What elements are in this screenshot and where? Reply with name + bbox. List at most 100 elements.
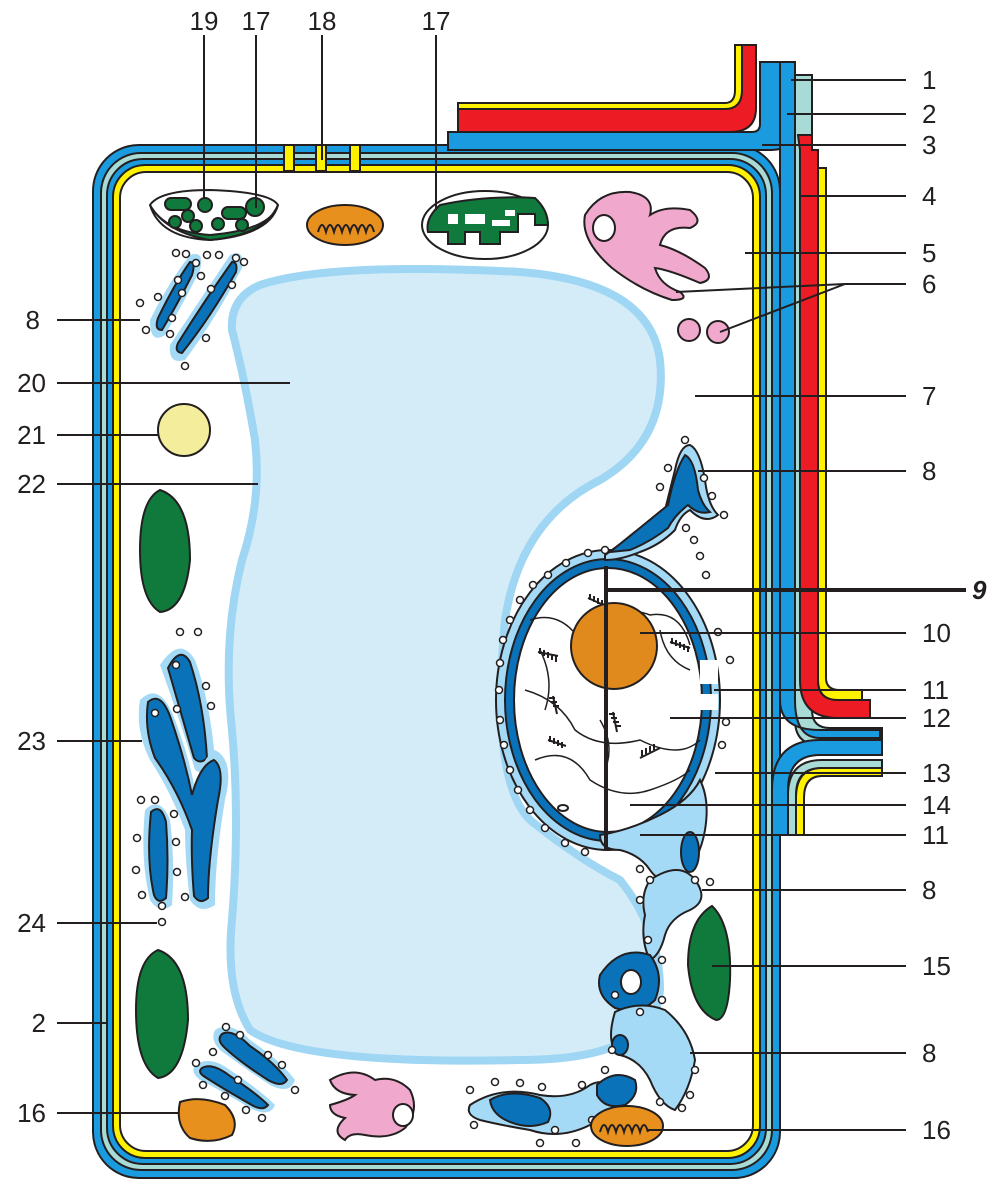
left-labels: 8 20 21 22 23 24 2 16 — [17, 305, 46, 1128]
ribosome — [517, 597, 524, 604]
ribosome — [173, 839, 180, 846]
golgi-vesicle-hole — [593, 215, 615, 241]
label-8b: 8 — [922, 875, 936, 905]
ribosome — [637, 866, 644, 873]
label-17b: 17 — [422, 6, 451, 36]
ribosome — [241, 259, 248, 266]
ribosome — [179, 290, 186, 297]
ribosome — [235, 1077, 242, 1084]
golgi-vesicle — [678, 319, 700, 341]
nuclear-pore — [700, 694, 718, 710]
label-16a: 16 — [922, 1115, 951, 1145]
label-8d: 8 — [26, 305, 40, 335]
ribosome — [707, 879, 714, 886]
ribosome — [193, 1060, 200, 1067]
right-labels: 1 2 3 4 5 6 7 8 9 10 11 12 13 14 11 8 15… — [922, 65, 987, 1145]
golgi-vesicle-hole — [393, 1104, 413, 1126]
ribosome — [233, 255, 240, 262]
label-24: 24 — [17, 908, 46, 938]
ribosome — [602, 1067, 609, 1074]
label-10: 10 — [922, 618, 951, 648]
ribosome — [507, 617, 514, 624]
ribosome — [687, 1092, 694, 1099]
ribosome — [182, 363, 189, 370]
ribosome — [709, 493, 716, 500]
nuclear-pore — [700, 660, 718, 684]
ribosome — [259, 1115, 266, 1122]
ribosome — [527, 807, 534, 814]
ribosome — [137, 300, 144, 307]
ribosome — [496, 687, 503, 694]
ribosome — [579, 1082, 586, 1089]
ribosome — [537, 1140, 544, 1147]
ribosome — [497, 717, 504, 724]
label-2: 2 — [922, 99, 936, 129]
ribosome — [174, 706, 181, 713]
ribosome — [203, 335, 210, 342]
ribosome — [169, 315, 176, 322]
ribosome — [152, 710, 159, 717]
ribosome — [265, 1052, 272, 1059]
label-13: 13 — [922, 758, 951, 788]
ribosome — [182, 894, 189, 901]
ribosome — [637, 1009, 644, 1016]
ribosome — [173, 250, 180, 257]
ribosome — [563, 560, 570, 567]
label-19: 19 — [190, 6, 219, 36]
label-4: 4 — [922, 181, 936, 211]
label-17a: 17 — [242, 6, 271, 36]
label-7: 7 — [922, 381, 936, 411]
ribosome — [530, 582, 537, 589]
ribosome — [237, 1032, 244, 1039]
ribosome — [200, 1082, 207, 1089]
ribosome — [216, 252, 223, 259]
ribosome — [701, 475, 708, 482]
label-16b: 16 — [17, 1098, 46, 1128]
ribosome — [582, 849, 589, 856]
label-8c: 8 — [922, 1038, 936, 1068]
ribosome — [175, 277, 182, 284]
ribosome — [609, 1047, 616, 1054]
ribosome — [657, 1099, 664, 1106]
ribosome — [467, 1087, 474, 1094]
ribosome — [637, 897, 644, 904]
ribosome — [665, 465, 672, 472]
golgi-vesicle — [707, 321, 729, 343]
ribosome — [507, 767, 514, 774]
ribosome — [198, 273, 205, 280]
ribosome — [204, 252, 211, 259]
label-2b: 2 — [32, 1008, 46, 1038]
vesicle — [558, 805, 568, 811]
ribosome — [659, 957, 666, 964]
label-5: 5 — [922, 238, 936, 268]
label-14: 14 — [922, 790, 951, 820]
ribosome — [539, 1084, 546, 1091]
label-20: 20 — [17, 368, 46, 398]
ribosome — [719, 742, 726, 749]
label-3: 3 — [922, 130, 936, 160]
mitochondrion-bottom-right — [591, 1106, 663, 1146]
oil-body — [158, 404, 210, 456]
ribosome — [159, 919, 166, 926]
ribosome — [471, 1122, 478, 1129]
label-11b: 11 — [922, 820, 949, 850]
ribosome — [697, 553, 704, 560]
ribosome — [500, 637, 507, 644]
nucleolus — [571, 603, 657, 689]
chloroplast-top — [422, 191, 548, 259]
ribosome — [139, 892, 146, 899]
ribosome — [134, 835, 141, 842]
ribosome — [683, 525, 690, 532]
ribosome — [183, 251, 190, 258]
ribosome — [612, 992, 619, 999]
ribosome — [727, 657, 734, 664]
ribosome — [208, 286, 215, 293]
label-8a: 8 — [922, 456, 936, 486]
ribosome — [692, 1067, 699, 1074]
ribosome — [138, 797, 145, 804]
ribosome — [492, 1079, 499, 1086]
mitochondrion-top — [307, 205, 383, 245]
ribosome — [659, 997, 666, 1004]
label-9: 9 — [972, 575, 987, 605]
